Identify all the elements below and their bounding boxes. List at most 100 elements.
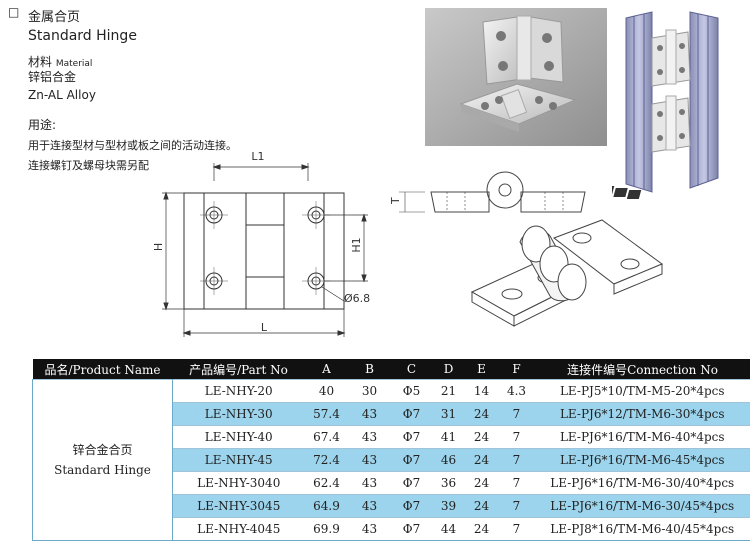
cell-b: 30 (348, 379, 391, 403)
cell-a: 64.9 (304, 494, 349, 518)
cell-f: 7 (498, 448, 535, 472)
col-b: B (348, 359, 391, 380)
cell-d: 44 (432, 517, 465, 541)
col-f: F (498, 359, 535, 380)
dim-hole: Ø6.8 (344, 292, 370, 305)
usage-label: 用途: (28, 118, 57, 132)
col-a: A (304, 359, 349, 380)
cell-a: 40 (304, 379, 349, 403)
cell-d: 39 (432, 494, 465, 518)
cell-conn: LE-PJ6*16/TM-M6-40*4pcs (534, 425, 750, 449)
product-name-cell: 锌合金合页 Standard Hinge (32, 379, 173, 541)
dim-L: L (261, 321, 268, 334)
cell-f: 7 (498, 425, 535, 449)
cell-part: LE-NHY-3045 (172, 494, 305, 518)
cell-f: 7 (498, 494, 535, 518)
side-view-drawing: T (389, 171, 586, 213)
cell-part: LE-NHY-30 (172, 402, 305, 426)
cell-e: 24 (464, 402, 499, 426)
cell-f: 7 (498, 517, 535, 541)
cell-b: 43 (348, 517, 391, 541)
cell-c: Φ7 (390, 448, 433, 472)
cell-f: 4.3 (498, 379, 535, 403)
col-connection-no: 连接件编号Connection No (534, 359, 750, 380)
dim-L1: L1 (251, 150, 264, 163)
cell-c: Φ5 (390, 379, 433, 403)
material-label-en: Material (55, 59, 93, 69)
cell-d: 31 (432, 402, 465, 426)
cell-e: 14 (464, 379, 499, 403)
cell-c: Φ7 (390, 494, 433, 518)
col-d: D (432, 359, 465, 380)
dim-T: T (389, 197, 402, 205)
cell-a: 57.4 (304, 402, 349, 426)
cell-c: Φ7 (390, 402, 433, 426)
cell-part: LE-NHY-3040 (172, 471, 305, 495)
cell-b: 43 (348, 471, 391, 495)
col-c: C (390, 359, 433, 380)
material-label-cn: 材料 (28, 55, 53, 69)
cell-part: LE-NHY-40 (172, 425, 305, 449)
product-name-en: Standard Hinge (54, 463, 151, 477)
dim-H1: H1 (350, 237, 363, 252)
usage-line-2: 连接螺钉及螺母块需另配 (28, 159, 149, 172)
cell-conn: LE-PJ5*10/TM-M5-20*4pcs (534, 379, 750, 403)
cell-a: 72.4 (304, 448, 349, 472)
cell-d: 41 (432, 425, 465, 449)
spec-table: 品名/Product Name 产品编号/Part No A B C D E F… (32, 359, 750, 541)
spec-header-row: 品名/Product Name 产品编号/Part No A B C D E F… (32, 359, 750, 380)
cell-b: 43 (348, 448, 391, 472)
hinge-assembly-photo (612, 11, 719, 199)
cell-e: 24 (464, 425, 499, 449)
cell-a: 67.4 (304, 425, 349, 449)
col-part-no: 产品编号/Part No (172, 359, 305, 380)
title-en: Standard Hinge (28, 28, 137, 44)
cell-conn: LE-PJ6*16/TM-M6-30/40*4pcs (534, 471, 750, 495)
cell-d: 36 (432, 471, 465, 495)
material-label: 材料 Material (28, 53, 92, 70)
isometric-drawing (470, 219, 664, 327)
cell-b: 43 (348, 402, 391, 426)
cell-c: Φ7 (390, 517, 433, 541)
material-value-cn: 锌铝合金 (28, 70, 77, 84)
usage-line-1: 用于连接型材与型材或板之间的活动连接。 (28, 139, 237, 152)
cell-d: 46 (432, 448, 465, 472)
cell-a: 62.4 (304, 471, 349, 495)
cell-e: 24 (464, 494, 499, 518)
product-name-cn: 锌合金合页 (72, 443, 133, 457)
checkbox-icon: □ (8, 5, 20, 19)
cell-conn: LE-PJ8*16/TM-M6-40/45*4pcs (534, 517, 750, 541)
hinge-photo (425, 8, 607, 146)
cell-e: 24 (464, 517, 499, 541)
cell-c: Φ7 (390, 471, 433, 495)
cell-part: LE-NHY-45 (172, 448, 305, 472)
cell-e: 24 (464, 448, 499, 472)
cell-f: 7 (498, 402, 535, 426)
cell-part: LE-NHY-4045 (172, 517, 305, 541)
cell-conn: LE-PJ6*12/TM-M6-30*4pcs (534, 402, 750, 426)
material-value-en: Zn-AL Alloy (28, 88, 96, 102)
dim-H: H (152, 243, 165, 251)
cell-f: 7 (498, 471, 535, 495)
cell-e: 24 (464, 471, 499, 495)
cell-a: 69.9 (304, 517, 349, 541)
cell-b: 43 (348, 494, 391, 518)
cell-conn: LE-PJ6*16/TM-M6-45*4pcs (534, 448, 750, 472)
cell-b: 43 (348, 425, 391, 449)
front-view-drawing: L1 H H1 Ø6.8 L (152, 150, 370, 337)
cell-c: Φ7 (390, 425, 433, 449)
cell-conn: LE-PJ6*16/TM-M6-30/45*4pcs (534, 494, 750, 518)
cell-d: 21 (432, 379, 465, 403)
col-product-name: 品名/Product Name (32, 359, 173, 380)
col-e: E (464, 359, 499, 380)
title-cn: 金属合页 (28, 10, 81, 25)
